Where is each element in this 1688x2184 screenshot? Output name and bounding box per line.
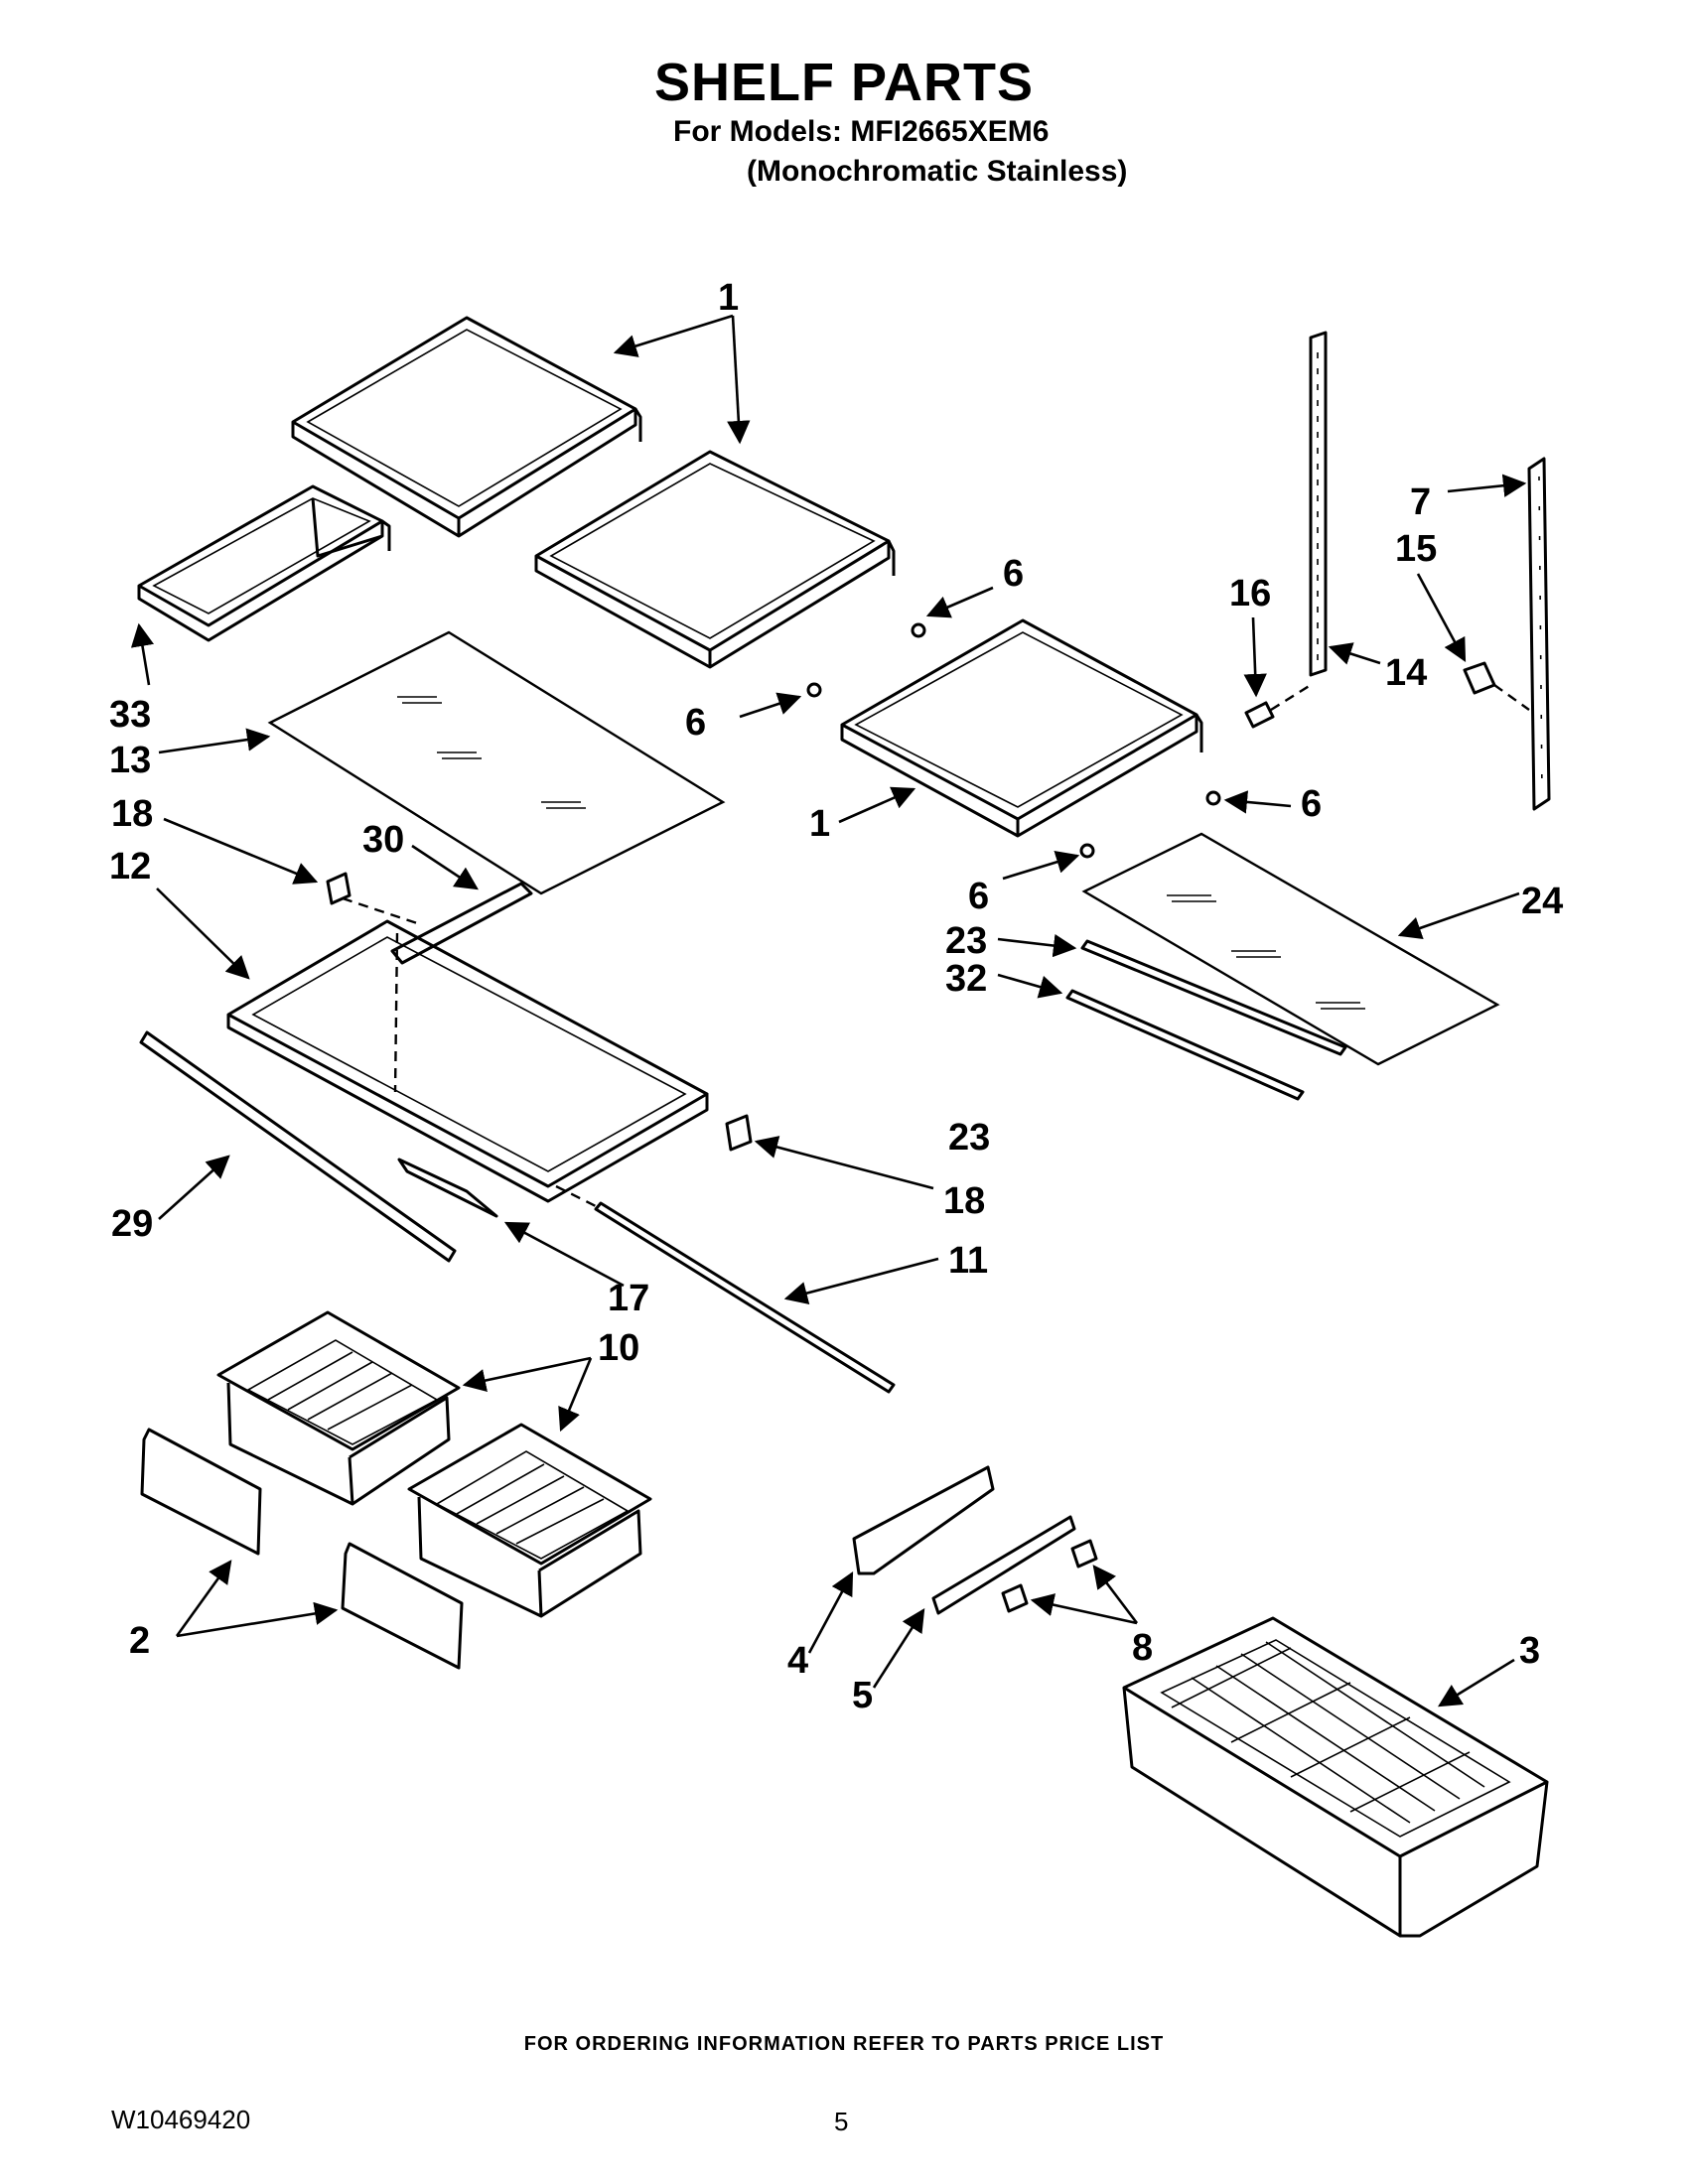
callout-6-b: 6	[685, 702, 706, 744]
callout-6-a: 6	[1003, 553, 1024, 595]
shelf-frame-narrow	[137, 484, 391, 642]
trim-strip-23	[1080, 939, 1347, 1056]
callout-33: 33	[109, 694, 151, 736]
callout-30: 30	[362, 819, 404, 861]
callout-15: 15	[1395, 528, 1437, 570]
bracket-18-right	[725, 1114, 753, 1152]
callout-3: 3	[1519, 1630, 1540, 1672]
page-title: SHELF PARTS	[653, 53, 1034, 112]
finish-line: (Monochromatic Stainless)	[747, 155, 1128, 188]
rod-11-guide	[555, 1184, 597, 1208]
callout-1-b: 1	[809, 803, 830, 845]
callout-4: 4	[787, 1640, 808, 1682]
callout-6-c: 6	[1301, 783, 1322, 825]
crisper-cover-frame	[226, 896, 709, 1203]
cover-4	[852, 1465, 995, 1575]
trim-strip-29	[139, 1030, 457, 1263]
shelf-support-rail	[1527, 457, 1551, 811]
callout-16: 16	[1229, 573, 1271, 614]
callout-18-a: 18	[111, 793, 153, 835]
drawer-front-right	[341, 1542, 464, 1670]
glass-shelf-24	[1081, 832, 1500, 1066]
slide-5	[931, 1515, 1076, 1615]
callout-18-b: 18	[943, 1180, 985, 1222]
rod-11	[594, 1201, 896, 1394]
callout-23-b: 23	[948, 1117, 990, 1159]
glass-24-reflections	[1167, 894, 1365, 1010]
callout-11: 11	[948, 1240, 988, 1282]
screws-8	[1001, 1539, 1098, 1613]
drawer-front-left	[140, 1428, 262, 1556]
callout-14: 14	[1385, 652, 1427, 694]
callout-24: 24	[1521, 881, 1563, 922]
callout-2: 2	[129, 1620, 150, 1662]
models-line: For Models: MFI2665XEM6	[673, 115, 1050, 148]
ordering-note: FOR ORDERING INFORMATION REFER TO PARTS …	[523, 2033, 1165, 2055]
callout-32: 32	[945, 958, 987, 1000]
slide-17	[397, 1158, 498, 1218]
shelf-frame-upper-left	[291, 316, 642, 538]
crisper-drawer-left	[216, 1310, 461, 1506]
callout-7: 7	[1410, 481, 1431, 523]
glass-13-reflections	[397, 696, 586, 809]
shelf-ladder-rail	[1309, 331, 1328, 677]
document-number: W10469420	[111, 2105, 251, 2134]
trim-strip-32	[1065, 989, 1305, 1101]
callout-6-d: 6	[968, 876, 989, 917]
slide-rail-30	[390, 882, 533, 965]
deli-drawer	[1122, 1616, 1549, 1938]
crisper-drawer-right	[407, 1423, 652, 1618]
shelf-frame-right	[840, 618, 1203, 838]
screw-16	[1244, 683, 1312, 729]
callout-12: 12	[109, 846, 151, 887]
glass-shelf-13	[267, 630, 726, 895]
bracket-18-left	[326, 872, 352, 905]
shelf-screws	[806, 622, 1221, 859]
callout-29: 29	[111, 1203, 153, 1245]
shelf-frame-upper-middle	[534, 450, 896, 669]
callout-13: 13	[109, 740, 151, 781]
callout-5: 5	[852, 1675, 873, 1716]
callout-arrows	[130, 314, 1527, 1707]
callout-17: 17	[608, 1278, 649, 1319]
callout-1-a: 1	[718, 277, 739, 319]
callout-23-a: 23	[945, 920, 987, 962]
page-number: 5	[834, 2107, 849, 2136]
callout-10: 10	[598, 1327, 639, 1369]
screw-15	[1463, 661, 1530, 711]
callout-8: 8	[1132, 1627, 1153, 1669]
